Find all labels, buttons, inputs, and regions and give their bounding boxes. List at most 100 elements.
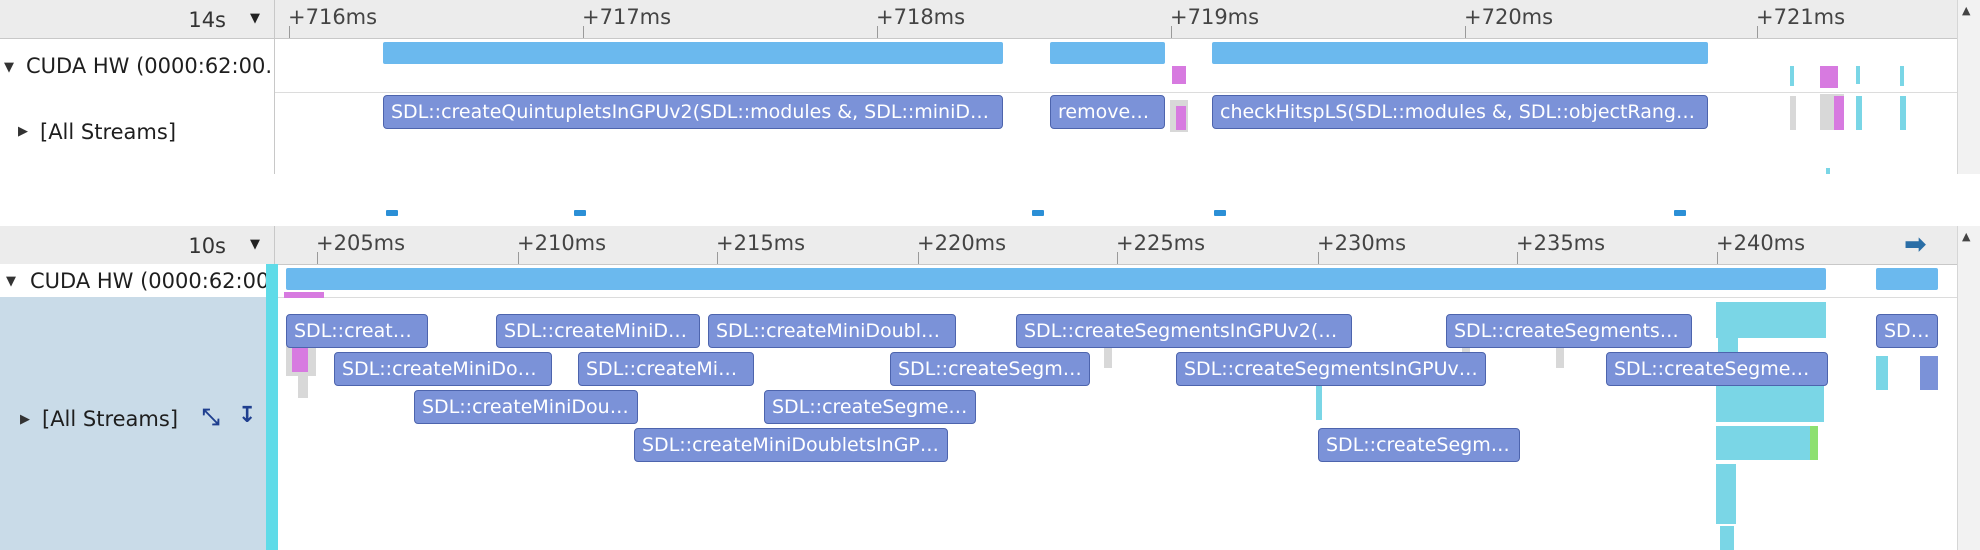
major-tick [877,26,878,38]
activity-mark[interactable] [1720,526,1734,550]
activity-mark [1826,168,1830,174]
kernel-block[interactable]: SDL::createSegmen… [764,390,976,424]
ruler-label: +225ms [1116,231,1206,255]
arrow-right-icon[interactable]: ➡ [1904,229,1927,260]
major-tick [1757,26,1758,38]
activity-mark[interactable] [1856,66,1860,84]
ruler-label: +718ms [876,5,966,29]
ruler-label: +716ms [288,5,378,29]
kernel-block[interactable]: SDL::createSegmentsInGPUv2(S… [1016,314,1352,348]
kernel-block[interactable]: checkHitspLS(SDL::modules &, SDL::object… [1212,95,1708,129]
device-row-header: ▼ CUDA HW (0000:62:00 [0,264,275,297]
streams-row-header: ▶ [All Streams] ⤡ ↧ [0,297,267,550]
device-activity-bar[interactable] [1212,42,1708,64]
kernel-block[interactable]: SDL::createMiniDoub… [414,390,638,424]
kernel-block[interactable]: SDL::createMiniDoubletsInGP… [634,428,948,462]
vertical-scrollbar[interactable]: ▲ [1957,226,1980,550]
device-activity-bar[interactable] [1876,268,1938,290]
major-tick [1117,252,1118,264]
zoom-level[interactable]: 14s [188,8,226,32]
activity-mark [298,376,308,398]
activity-mark[interactable] [1900,96,1906,130]
scroll-up-icon[interactable]: ▲ [1962,230,1971,243]
activity-mark[interactable] [1856,96,1862,130]
activity-mark[interactable] [1316,386,1322,420]
ruler-label: +240ms [1716,231,1806,255]
kernel-block[interactable]: SDL::createSegme… [890,352,1090,386]
device-activity-bar[interactable] [286,268,1826,290]
triangle-right-icon[interactable]: ▶ [20,412,30,427]
triangle-right-icon[interactable]: ▶ [18,124,28,139]
activity-mark[interactable] [1834,96,1844,130]
kernel-block[interactable]: SDL… [1876,314,1938,348]
activity-mark[interactable] [1716,464,1736,524]
device-row-label[interactable]: CUDA HW (0000:62:00 [30,269,270,293]
kernel-block[interactable]: SDL::createQuintupletsInGPUv2(SDL::modul… [383,95,1003,129]
major-tick [1171,26,1172,38]
kernel-block[interactable]: SDL::createMini… [578,352,754,386]
device-activity-bar[interactable] [383,42,1003,64]
streams-row-label[interactable]: [All Streams] [40,120,177,144]
kernel-block[interactable]: removeD… [1050,95,1165,129]
device-activity-bar[interactable] [1050,42,1165,64]
activity-mark[interactable] [1716,302,1826,338]
row-divider [275,92,1958,93]
zoom-control[interactable]: 10s ▼ [0,226,275,264]
selection-band [266,264,278,550]
activity-mark[interactable] [1900,66,1904,86]
kernel-block[interactable]: SDL::createSegmentsIn… [1446,314,1692,348]
gap-marker [1214,210,1226,216]
activity-mark[interactable] [1716,426,1816,460]
kernel-block[interactable]: SDL::create… [286,314,428,348]
ruler-label: +235ms [1516,231,1606,255]
major-tick [518,252,519,264]
time-ruler[interactable]: 14s ▼ +716ms +717ms +718ms +719ms +720ms… [0,0,1958,39]
activity-mark [1790,96,1796,130]
activity-mark[interactable] [284,292,324,298]
ruler-label: +220ms [917,231,1007,255]
gap-marker [574,210,586,216]
activity-mark[interactable] [1790,66,1794,86]
major-tick [1517,252,1518,264]
ruler-label: +717ms [582,5,672,29]
gap-marker [386,210,398,216]
activity-mark[interactable] [1176,106,1186,130]
streams-row-label[interactable]: [All Streams] [42,407,179,431]
kernel-block[interactable]: SDL::createMiniDoublet… [708,314,956,348]
scroll-up-icon[interactable]: ▲ [1962,4,1971,17]
triangle-down-icon[interactable]: ▼ [6,274,16,289]
time-ruler[interactable]: 10s ▼ +205ms +210ms +215ms +220ms +225ms… [0,226,1958,265]
triangle-down-icon[interactable]: ▼ [4,60,14,75]
gap-marker [1674,210,1686,216]
activity-mark[interactable] [1716,386,1824,422]
major-tick [918,252,919,264]
caret-down-icon[interactable]: ▼ [250,237,260,252]
row-labels: ▼ CUDA HW (0000:62:00. ▶ [All Streams] [0,38,275,174]
ruler-label: +215ms [716,231,806,255]
activity-mark[interactable] [1920,356,1938,390]
kernel-block[interactable]: SDL::createMiniDou… [334,352,552,386]
zoom-control[interactable]: 14s ▼ [0,0,275,38]
ruler-label: +721ms [1756,5,1846,29]
activity-mark[interactable] [1810,426,1818,460]
zoom-level[interactable]: 10s [188,234,226,258]
major-tick [1717,252,1718,264]
major-tick [583,26,584,38]
activity-mark[interactable] [1820,66,1838,88]
device-row-label[interactable]: CUDA HW (0000:62:00. [26,54,273,78]
caret-down-icon[interactable]: ▼ [250,11,260,26]
kernel-block[interactable]: SDL::createSegmentsInGPUv2… [1176,352,1486,386]
zoom-fit-icon[interactable]: ⤡ [202,405,220,430]
activity-mark[interactable] [1876,356,1888,390]
ruler-label: +720ms [1464,5,1554,29]
ruler-label: +205ms [316,231,406,255]
ruler-label: +719ms [1170,5,1260,29]
fold-icon[interactable]: ↧ [238,403,257,428]
activity-mark[interactable] [1172,66,1186,84]
kernel-block[interactable]: SDL::createSegme… [1318,428,1520,462]
kernel-block[interactable]: SDL::createSegment… [1606,352,1828,386]
kernel-block[interactable]: SDL::createMiniDo… [496,314,700,348]
major-tick [717,252,718,264]
vertical-scrollbar[interactable]: ▲ [1957,0,1980,174]
major-tick [1318,252,1319,264]
